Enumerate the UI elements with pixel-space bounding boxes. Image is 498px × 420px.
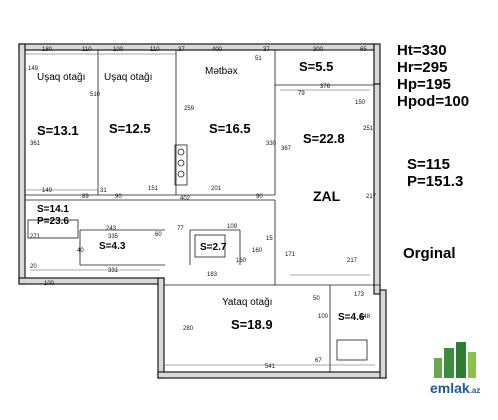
dim-367: 367: [281, 146, 292, 152]
logo-wordmark: emlak.az: [430, 380, 480, 396]
dim-15: 15: [266, 236, 273, 242]
dim-331: 331: [108, 268, 119, 274]
room-label-zal: ZAL: [313, 188, 341, 204]
dim-376: 376: [320, 84, 331, 90]
perimeter-hall: P=23.6: [37, 216, 69, 227]
dim-100b: 100: [318, 314, 329, 320]
logo-suffix: .az: [469, 386, 481, 395]
dim-361: 361: [30, 141, 41, 147]
dim-150: 150: [355, 100, 366, 106]
dim-149b: 149: [42, 188, 53, 194]
dim-79: 79: [298, 91, 305, 97]
dim-151a: 151: [148, 186, 159, 192]
dim-37a: 37: [178, 47, 185, 53]
totals-block: S=115 P=151.3: [407, 156, 463, 190]
area-wc: S=2.7: [200, 242, 227, 253]
dim-171: 171: [285, 252, 296, 258]
dim-243: 243: [106, 226, 117, 232]
area-bath: S=4.3: [99, 241, 126, 252]
dim-217b: 217: [347, 258, 358, 264]
heights-block: Ht=330 Hr=295 Hp=195 Hpod=100: [397, 42, 469, 110]
logo-name: emlak: [430, 380, 470, 396]
area-metbex: S=16.5: [209, 121, 251, 136]
height-hr: Hr=295: [397, 59, 448, 76]
area-yataq: S=18.9: [231, 317, 273, 332]
outer-walls: [18, 43, 387, 379]
area-usaq-1: S=13.1: [37, 123, 79, 138]
dim-280: 280: [183, 326, 194, 332]
dim-180: 180: [42, 47, 53, 53]
dim-67: 67: [315, 358, 322, 364]
dim-201: 201: [211, 186, 222, 192]
building-icon: [434, 342, 476, 378]
room-label-usaq-1: Uşaq otağı: [37, 72, 85, 83]
dim-50: 50: [313, 296, 320, 302]
area-balcony-bottom: S=4.6: [338, 312, 365, 323]
dim-60a: 60: [155, 232, 162, 238]
dim-510: 510: [90, 92, 101, 98]
dim-89: 89: [82, 194, 89, 200]
dim-90a: 90: [115, 194, 122, 200]
dim-271: 271: [30, 234, 41, 240]
total-area: S=115: [407, 156, 450, 173]
dim-110b: 110: [150, 47, 160, 53]
area-usaq-2: S=12.5: [109, 121, 151, 136]
dim-148: 148: [360, 314, 371, 320]
dim-109: 109: [227, 224, 238, 230]
dim-217a: 217: [366, 194, 377, 200]
area-balcony-top: S=5.5: [299, 59, 333, 74]
dim-65: 65: [360, 47, 367, 53]
dim-160a: 160: [236, 258, 247, 264]
dim-100: 100: [113, 47, 124, 53]
area-hall: S=14.1: [37, 204, 69, 215]
room-label-yataq: Yataq otağı: [222, 297, 272, 308]
dimension-lines: [25, 49, 375, 366]
interior-walls: [25, 50, 380, 372]
dim-51: 51: [255, 56, 262, 62]
dim-183: 183: [207, 272, 218, 278]
room-label-usaq-2: Uşaq otağı: [104, 72, 152, 83]
dim-402: 402: [180, 196, 191, 202]
dim-77: 77: [177, 226, 184, 232]
dim-100c: 100: [44, 281, 55, 287]
dim-330: 330: [266, 141, 277, 147]
dim-160b: 160: [252, 248, 263, 254]
dim-40: 40: [77, 248, 84, 254]
stamp-orginal: Orginal: [403, 245, 456, 262]
dim-37b: 37: [263, 47, 270, 53]
dim-251: 251: [363, 126, 374, 132]
height-ht: Ht=330: [397, 42, 447, 59]
room-label-metbex: Mətbəx: [205, 66, 238, 77]
dim-541: 541: [265, 364, 276, 370]
dim-90b: 90: [256, 194, 263, 200]
dim-110a: 110: [82, 47, 92, 53]
dim-31: 31: [100, 188, 107, 194]
dim-20: 20: [30, 264, 37, 270]
height-hpod: Hpod=100: [397, 93, 470, 110]
dim-400: 400: [212, 47, 223, 53]
dimension-labels: 180 110 100 110 37 400 51 37 300 65 149 …: [28, 47, 377, 370]
total-perimeter: P=151.3: [407, 173, 464, 190]
dim-335: 335: [108, 234, 119, 240]
dim-149a: 149: [28, 66, 39, 72]
area-zal: S=22.8: [303, 131, 345, 146]
emlak-logo: emlak.az: [428, 340, 488, 400]
dim-259: 259: [184, 106, 195, 112]
dim-300: 300: [313, 47, 324, 53]
dim-173: 173: [354, 292, 365, 298]
height-hp: Hp=195: [397, 76, 451, 93]
